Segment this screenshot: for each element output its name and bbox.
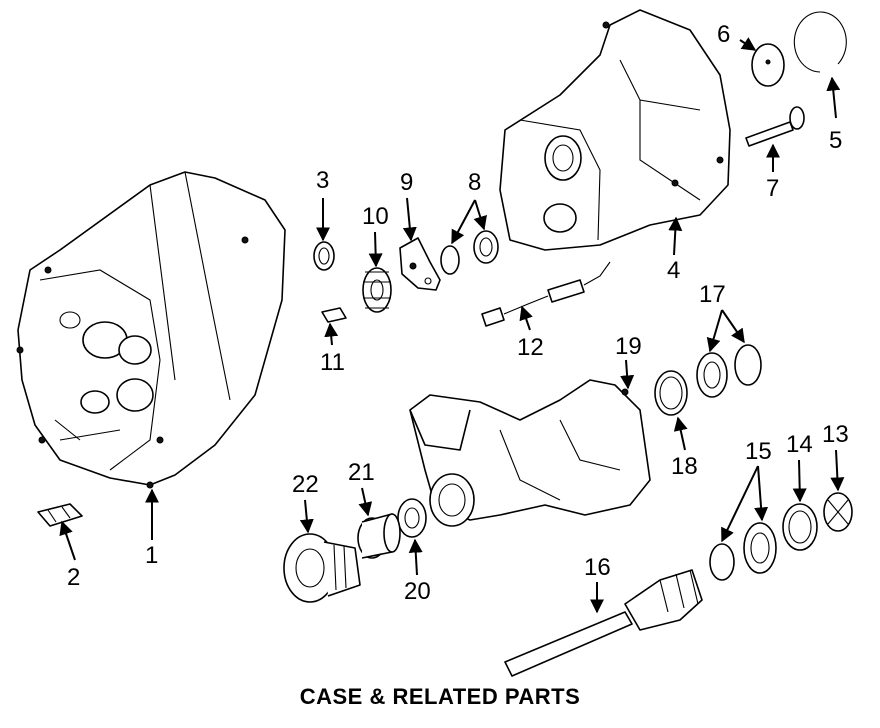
callout-10: 10: [362, 203, 389, 230]
callout-4: 4: [667, 257, 680, 284]
part-6-cover: [751, 43, 785, 87]
part-16-shaft: [504, 569, 703, 677]
callout-9: 9: [400, 169, 413, 196]
callout-19: 19: [615, 333, 642, 360]
part-13-nut: [823, 492, 853, 532]
callout-12: 12: [517, 334, 544, 361]
part-9-plate: [399, 237, 441, 291]
part-5-snap-ring: [793, 11, 847, 73]
callout-17: 17: [699, 281, 726, 308]
part-10-gear: [362, 267, 392, 313]
callout-20: 20: [404, 578, 431, 605]
callout-18: 18: [671, 453, 698, 480]
part-2-clip: [37, 503, 83, 527]
part-11-plug: [321, 307, 347, 323]
callout-1: 1: [145, 542, 158, 569]
part-8-bearings: [440, 230, 499, 275]
callout-2: 2: [67, 564, 80, 591]
part-1-bell-housing: [16, 171, 286, 489]
callout-15: 15: [745, 438, 772, 465]
part-12-sensor: [481, 261, 611, 327]
part-4-rear-case: [499, 9, 731, 251]
diagram-title: CASE & RELATED PARTS: [299, 684, 581, 709]
callout-7: 7: [766, 175, 779, 202]
callout-22: 22: [292, 471, 319, 498]
part-20-seal: [397, 498, 427, 538]
part-21-bushing: [357, 513, 401, 559]
callout-8: 8: [468, 169, 481, 196]
callout-labels: 1 2 3 4 5 6 7 8 9 10 11 12 13 14 15 16 1…: [67, 21, 849, 605]
part-17-bearing: [696, 344, 762, 398]
part-14-washer: [782, 503, 818, 551]
part-18-shim: [654, 370, 688, 416]
callout-16: 16: [584, 554, 611, 581]
callout-5: 5: [829, 127, 842, 154]
part-7-pin: [745, 106, 805, 147]
callout-6: 6: [717, 21, 730, 48]
callout-14: 14: [786, 431, 813, 458]
callout-3: 3: [316, 167, 329, 194]
callout-13: 13: [822, 421, 849, 448]
callout-11: 11: [320, 349, 345, 376]
leader-lines: [59, 37, 845, 614]
part-19-extension-housing: [409, 379, 651, 527]
part-15-bearings: [709, 522, 777, 581]
callout-21: 21: [348, 459, 375, 486]
part-22-boot: [283, 533, 361, 603]
part-3-seal: [313, 241, 335, 271]
